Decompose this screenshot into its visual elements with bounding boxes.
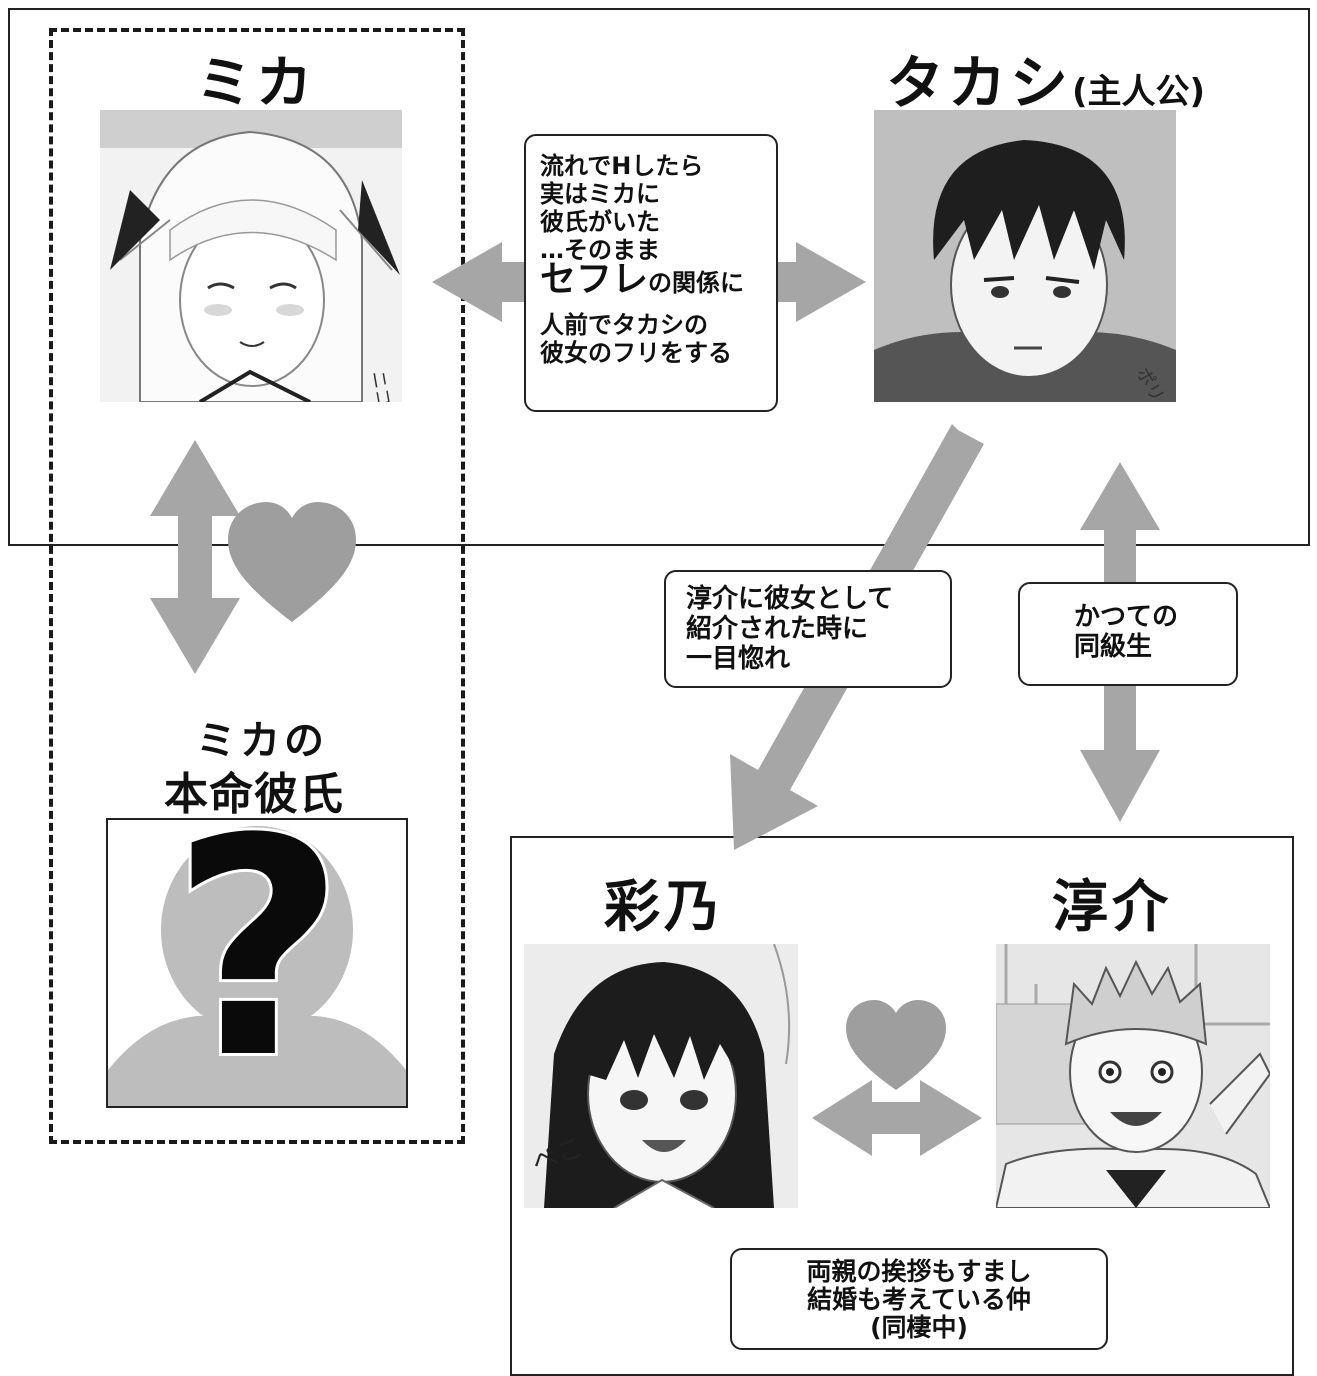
callout-line: …そのまま	[540, 236, 660, 264]
ayano-junsuke-arrow	[812, 1080, 982, 1156]
callout-line: かつての	[1074, 602, 1179, 632]
callout-line-emphasis: セフレの関係に	[540, 262, 762, 298]
junsuke-portrait	[996, 944, 1270, 1208]
mika-boyfriend-portrait: ?	[106, 818, 408, 1108]
takashi-illustration: ポリ	[874, 110, 1176, 402]
mika-name: ミカ	[196, 51, 316, 116]
ayano-name: 彩乃	[604, 875, 724, 940]
callout-line: 実はミカに	[540, 180, 660, 208]
takashi-junsuke-callout: かつての 同級生	[1018, 582, 1238, 686]
mika-portrait: ニコ	[100, 110, 402, 402]
callout-line: 彼氏がいた	[540, 208, 660, 236]
junsuke-illustration	[996, 944, 1270, 1208]
mika-boyfriend-name-line2: 本命彼氏	[164, 769, 344, 820]
junsuke-name: 淳介	[1052, 875, 1172, 940]
mika-takashi-callout: 流れでHしたら 実はミカに 彼氏がいた …そのまま セフレの関係に 人前でタカシ…	[524, 134, 778, 412]
mika-dashed-group	[49, 28, 465, 1144]
takashi-portrait: ポリ	[874, 110, 1176, 402]
takashi-role: (主人公)	[1072, 72, 1206, 112]
mika-takashi-arrow-right	[776, 242, 866, 322]
callout-line: 流れでHしたら	[540, 152, 704, 180]
ayano-junsuke-callout: 両親の挨拶もすまし 結婚も考えている仲 (同棲中)	[730, 1248, 1108, 1350]
heart-icon	[228, 502, 356, 622]
callout-line: 紹介された時に	[686, 614, 869, 644]
ayano-illustration: ぺこ	[528, 944, 791, 1208]
ayano-portrait: ぺこ	[524, 944, 798, 1208]
mika-illustration: ニコ	[100, 110, 402, 402]
silhouette-icon	[108, 826, 406, 1106]
callout-line: 淳介に彼女として	[686, 584, 894, 614]
question-mark-icon: ?	[168, 818, 348, 1108]
mika-sfx: ニコ	[367, 369, 394, 402]
mika-takashi-arrow-left	[432, 242, 528, 322]
sefure-emphasis: セフレ	[540, 259, 649, 300]
takashi-name: タカシ	[886, 49, 1073, 117]
callout-line: (同棲中)	[870, 1313, 968, 1342]
callout-line: 両親の挨拶もすまし	[806, 1257, 1032, 1286]
mika-boyfriend-name-line1: ミカの	[196, 718, 328, 764]
callout-line: 一目惚れ	[686, 644, 791, 674]
callout-line: 人前でタカシの	[540, 311, 708, 339]
takashi-name-group: タカシ(主人公)	[886, 36, 1205, 120]
heart-icon	[846, 1000, 946, 1090]
callout-line: 結婚も考えている仲	[807, 1285, 1031, 1314]
callout-line-rest: の関係に	[648, 269, 745, 297]
callout-line: 同級生	[1074, 632, 1153, 662]
takashi-ayano-callout: 淳介に彼女として 紹介された時に 一目惚れ	[664, 570, 952, 688]
callout-line: 彼女のフリをする	[540, 339, 732, 367]
mika-boyfriend-arrow	[150, 440, 240, 674]
top-group-frame	[8, 8, 1310, 546]
